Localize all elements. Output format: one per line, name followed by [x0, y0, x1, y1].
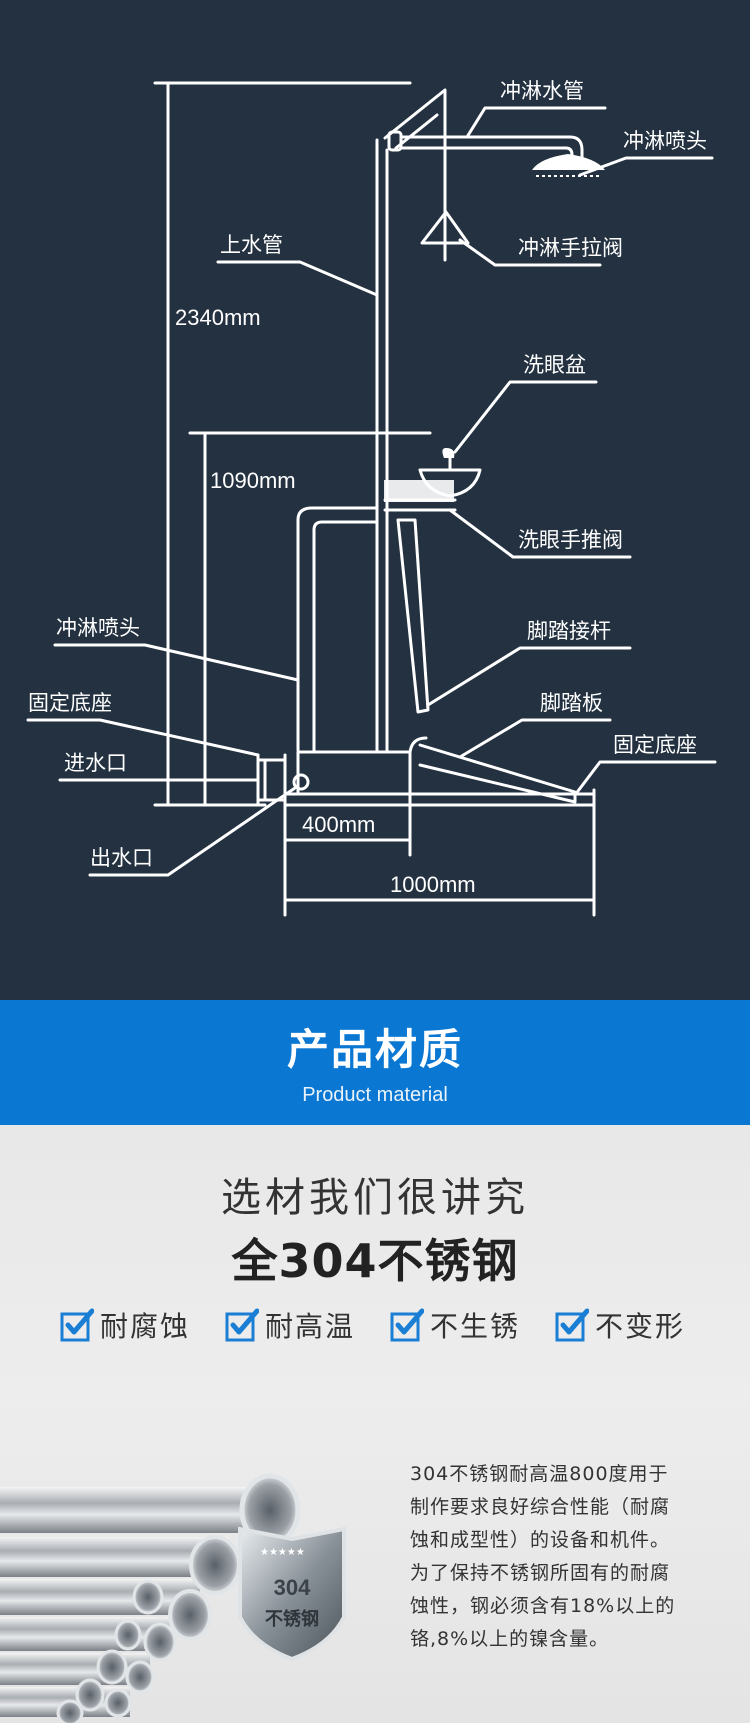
diagonal-pipe — [383, 88, 447, 262]
label-pedal: 脚踏板 — [540, 691, 603, 715]
housing-pipe-inner — [312, 520, 379, 752]
label-shower-pipe: 冲淋水管 — [500, 79, 584, 103]
pipe-body — [0, 1579, 200, 1615]
steel-pipes-image: ★★★★★ 304 不锈钢 — [0, 1473, 346, 1723]
pipe-end — [168, 1589, 212, 1641]
section-title: 产品材质 — [286, 1025, 463, 1074]
checkbox-check-icon — [555, 1308, 589, 1342]
pipe-body — [0, 1487, 270, 1533]
base-block — [296, 750, 412, 796]
pedal-plate — [418, 743, 577, 804]
shower-eyewash-diagram: 冲淋水管 冲淋喷头 冲淋手拉阀 上水管 洗眼盆 洗眼手推阀 冲淋喷头 固定底座 … — [0, 0, 750, 1000]
label-shower-head-side: 冲淋喷头 — [56, 616, 140, 640]
leader-base-left — [26, 718, 260, 757]
dim-base-depth: 400mm — [302, 812, 375, 837]
label-inlet: 进水口 — [64, 751, 127, 775]
shower-head-icon — [532, 154, 605, 170]
leader-pedal — [458, 718, 612, 759]
pipe-end — [143, 1622, 177, 1662]
description-line: 304不锈钢耐高温800度用于 — [410, 1463, 669, 1485]
leader-base-right — [573, 760, 717, 797]
dim-total-height: 2340mm — [175, 305, 261, 330]
pipe-end — [132, 1579, 164, 1615]
feature-item-heat: 耐高温 — [225, 1300, 355, 1350]
pipe-end — [104, 1688, 132, 1718]
pipe-end — [189, 1535, 241, 1595]
outlet-ring — [292, 773, 310, 791]
material-headline: 选材我们很讲究 — [221, 1175, 529, 1221]
inlet-fitting — [263, 758, 287, 802]
feature-label: 不变形 — [595, 1310, 686, 1343]
description-line: 为了保持不锈钢所固有的耐腐 — [410, 1562, 671, 1584]
leader-eye-valve — [448, 508, 632, 559]
material-section: 选材我们很讲究 全304不锈钢 耐腐蚀 耐高温 不生锈 — [0, 1125, 750, 1723]
leader-pull-valve — [458, 238, 602, 267]
feature-item-corrosion: 耐腐蚀 — [60, 1300, 190, 1350]
feature-label: 耐腐蚀 — [100, 1310, 191, 1343]
shower-pipe-top — [399, 135, 584, 160]
leader-shower-head-side — [53, 643, 300, 682]
pipe-end — [56, 1699, 84, 1723]
leader-pedal-rod — [426, 646, 632, 707]
pipe-end — [75, 1678, 105, 1712]
section-header-band: 产品材质 Product material — [0, 1000, 750, 1125]
material-headline-bold: 全304不锈钢 — [231, 1234, 519, 1288]
feature-item-deform: 不变形 — [555, 1300, 685, 1350]
diagram-drawing: 冲淋水管 冲淋喷头 冲淋手拉阀 上水管 洗眼盆 洗眼手推阀 冲淋喷头 固定底座 … — [26, 79, 717, 917]
label-base-right: 固定底座 — [613, 733, 697, 757]
pipe-end — [96, 1649, 128, 1685]
shield-badge-icon — [238, 1526, 346, 1662]
badge-number: 304 — [274, 1575, 311, 1600]
leader-shower-pipe — [465, 106, 607, 139]
shower-pipe-bottom — [399, 146, 574, 162]
pull-valve-handle — [420, 210, 470, 245]
label-pedal-rod: 脚踏接杆 — [527, 619, 611, 643]
pipe-end — [114, 1619, 142, 1651]
pipe-elbow — [387, 130, 403, 152]
label-outlet: 出水口 — [90, 846, 153, 870]
leader-outlet — [88, 786, 297, 877]
label-pull-valve: 冲淋手拉阀 — [518, 236, 623, 260]
description-line: 蚀性，钢必须含有18%以上的 — [410, 1595, 676, 1617]
label-shower-head-top: 冲淋喷头 — [623, 129, 707, 153]
label-base-left: 固定底座 — [28, 691, 112, 715]
description-line: 铬,8%以上的镍含量。 — [410, 1628, 610, 1650]
description-line: 蚀和成型性）的设备和机件。 — [410, 1529, 671, 1551]
feature-item-rust: 不生锈 — [390, 1300, 520, 1350]
pedal-joint — [408, 736, 428, 754]
description-line: 制作要求良好综合性能（耐腐 — [410, 1496, 671, 1518]
dim-bowl-height: 1090mm — [210, 468, 296, 493]
label-eye-bowl: 洗眼盆 — [523, 353, 586, 377]
pipe-body — [0, 1617, 170, 1651]
feature-label: 耐高温 — [265, 1310, 356, 1343]
pedal-rod — [396, 518, 430, 714]
checkbox-check-icon — [225, 1308, 259, 1342]
badge-text: 不锈钢 — [265, 1608, 319, 1630]
dim-total-depth: 1000mm — [390, 872, 476, 897]
housing-pipe-outer — [296, 506, 379, 752]
material-description: 304不锈钢耐高温800度用于 制作要求良好综合性能（耐腐 蚀和成型性）的设备和… — [410, 1458, 730, 1656]
checkbox-check-icon — [390, 1308, 424, 1342]
eye-nozzle-icon — [442, 448, 455, 458]
eye-bowl-plate — [384, 480, 454, 502]
feature-list: 耐腐蚀 耐高温 不生锈 不变形 — [60, 1300, 720, 1350]
pipe-end — [125, 1660, 155, 1694]
feature-label: 不生锈 — [430, 1310, 521, 1343]
badge-stars: ★★★★★ — [260, 1547, 305, 1558]
leader-supply-pipe — [216, 260, 379, 297]
leader-eye-bowl — [453, 380, 598, 454]
checkbox-check-icon — [60, 1308, 94, 1342]
label-eye-push-valve: 洗眼手推阀 — [518, 528, 623, 552]
section-subtitle: Product material — [302, 1084, 448, 1106]
label-supply-pipe: 上水管 — [220, 233, 283, 257]
